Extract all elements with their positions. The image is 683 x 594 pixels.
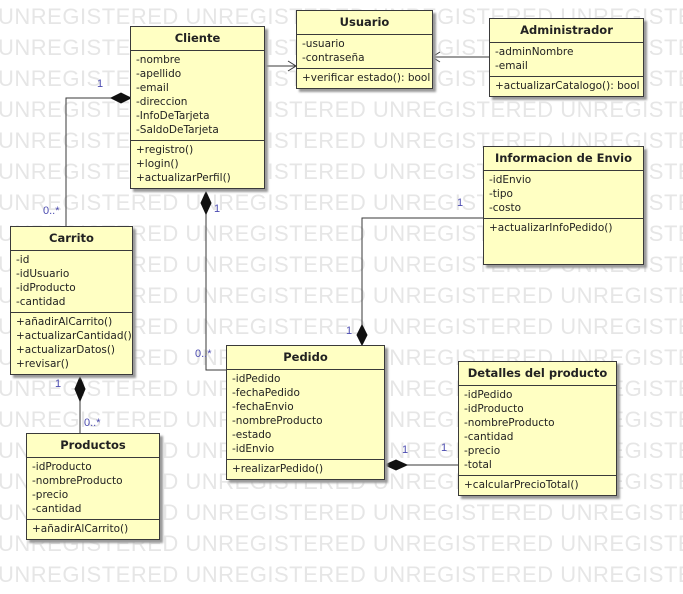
class-envio-attributes: -idEnvio -tipo -costo [484, 171, 643, 218]
method: +actualizarDatos() [16, 344, 116, 356]
method: +actualizarCatalogo(): bool [495, 80, 640, 92]
class-pedido-attributes: -idPedido -fechaPedido -fechaEnvio -nomb… [227, 370, 384, 459]
pedido-detalles-diamond [383, 459, 409, 471]
attribute: -fechaPedido [232, 387, 300, 399]
attribute: -cantidad [464, 431, 514, 443]
attribute: -direccion [136, 96, 188, 108]
attribute: -idPedido [464, 389, 513, 401]
class-cliente-name: Cliente [131, 27, 264, 51]
class-cliente-methods: +registro() +login() +actualizarPerfil() [131, 140, 264, 188]
attribute: -idUsuario [16, 268, 70, 280]
class-detalles-producto[interactable]: Detalles del producto -idPedido -idProdu… [458, 361, 617, 496]
mult-cliente-pedido-one: 1 [214, 203, 221, 215]
attribute: -idProducto [16, 282, 76, 294]
carrito-productos-diamond [74, 375, 86, 403]
attribute: -email [495, 60, 528, 72]
class-usuario-methods: +verificar estado(): bool [297, 68, 432, 88]
attribute: -precio [464, 445, 501, 457]
attribute: -estado [232, 429, 272, 441]
mult-cliente-pedido-many: 0..* [195, 348, 212, 360]
class-productos[interactable]: Productos -idProducto -nombreProducto -p… [26, 433, 160, 540]
method: +verificar estado(): bool [302, 72, 431, 84]
method: +realizarPedido() [232, 463, 324, 475]
attribute: -email [136, 82, 169, 94]
attribute: -nombre [136, 54, 181, 66]
attribute: -nombreProducto [32, 475, 123, 487]
class-pedido-name: Pedido [227, 346, 384, 370]
attribute: -idEnvio [232, 443, 275, 455]
class-envio-methods: +actualizarInfoPedido() [484, 218, 643, 238]
class-detalles-attributes: -idPedido -idProducto -nombreProducto -c… [459, 386, 616, 475]
method: +login() [136, 158, 179, 170]
attribute: -cantidad [32, 503, 82, 515]
attribute: -adminNombre [495, 46, 574, 58]
mult-cliente-carrito-one: 1 [97, 78, 104, 90]
mult-envio-pedido-one-a: 1 [457, 197, 464, 209]
envio-pedido-diamond [356, 323, 368, 347]
attribute: -nombreProducto [232, 415, 323, 427]
class-productos-methods: +añadirAlCarrito() [27, 519, 159, 539]
attribute: -InfoDeTarjeta [136, 110, 210, 122]
attribute: -apellido [136, 68, 182, 80]
attribute: -idProducto [464, 403, 524, 415]
mult-carrito-productos-many: 0..* [84, 417, 101, 429]
class-envio-name: Informacion de Envio [484, 147, 643, 171]
class-productos-name: Productos [27, 434, 159, 458]
mult-pedido-detalles-one-b: 1 [441, 442, 448, 454]
attribute: -idPedido [232, 373, 281, 385]
class-usuario-name: Usuario [297, 11, 432, 35]
method: +añadirAlCarrito() [16, 316, 113, 328]
cliente-carrito-diamond [109, 92, 133, 104]
class-detalles-methods: +calcularPrecioTotal() [459, 475, 616, 495]
class-administrador-attributes: -adminNombre -email [490, 43, 643, 76]
attribute: -usuario [302, 38, 345, 50]
class-usuario-attributes: -usuario -contraseña [297, 35, 432, 68]
class-informacion-envio[interactable]: Informacion de Envio -idEnvio -tipo -cos… [483, 146, 644, 265]
class-carrito[interactable]: Carrito -id -idUsuario -idProducto -cant… [10, 226, 133, 375]
class-carrito-methods: +añadirAlCarrito() +actualizarCantidad()… [11, 312, 132, 374]
class-administrador-name: Administrador [490, 19, 643, 43]
mult-envio-pedido-one-b: 1 [346, 325, 353, 337]
attribute: -nombreProducto [464, 417, 555, 429]
attribute: -costo [489, 202, 521, 214]
attribute: -id [16, 254, 30, 266]
class-cliente[interactable]: Cliente -nombre -apellido -email -direcc… [130, 26, 265, 189]
class-pedido[interactable]: Pedido -idPedido -fechaPedido -fechaEnvi… [226, 345, 385, 480]
attribute: -fechaEnvio [232, 401, 294, 413]
method: +actualizarInfoPedido() [489, 222, 613, 234]
class-administrador-methods: +actualizarCatalogo(): bool [490, 76, 643, 96]
attribute: -tipo [489, 188, 513, 200]
method: +registro() [136, 144, 194, 156]
cliente-pedido-link [205, 214, 226, 371]
attribute: -cantidad [16, 296, 66, 308]
attribute: -contraseña [302, 52, 365, 64]
class-pedido-methods: +realizarPedido() [227, 459, 384, 479]
attribute: -precio [32, 489, 69, 501]
attribute: -SaldoDeTarjeta [136, 124, 219, 136]
class-detalles-name: Detalles del producto [459, 362, 616, 386]
class-administrador[interactable]: Administrador -adminNombre -email +actua… [489, 18, 644, 97]
class-usuario[interactable]: Usuario -usuario -contraseña +verificar … [296, 10, 433, 89]
method: +calcularPrecioTotal() [464, 479, 579, 491]
envio-pedido-link [361, 217, 483, 325]
cliente-carrito-link [65, 97, 111, 226]
class-productos-attributes: -idProducto -nombreProducto -precio -can… [27, 458, 159, 519]
method: +actualizarPerfil() [136, 172, 231, 184]
mult-cliente-carrito-many: 0..* [43, 205, 60, 217]
mult-carrito-productos-one: 1 [55, 378, 62, 390]
attribute: -total [464, 459, 492, 471]
method: +añadirAlCarrito() [32, 523, 129, 535]
mult-pedido-detalles-one-a: 1 [402, 444, 409, 456]
method: +actualizarCantidad() [16, 330, 132, 342]
class-carrito-name: Carrito [11, 227, 132, 251]
class-carrito-attributes: -id -idUsuario -idProducto -cantidad [11, 251, 132, 312]
method: +revisar() [16, 358, 69, 370]
cliente-pedido-diamond [200, 190, 212, 216]
attribute: -idProducto [32, 461, 92, 473]
class-cliente-attributes: -nombre -apellido -email -direccion -Inf… [131, 51, 264, 140]
attribute: -idEnvio [489, 174, 532, 186]
